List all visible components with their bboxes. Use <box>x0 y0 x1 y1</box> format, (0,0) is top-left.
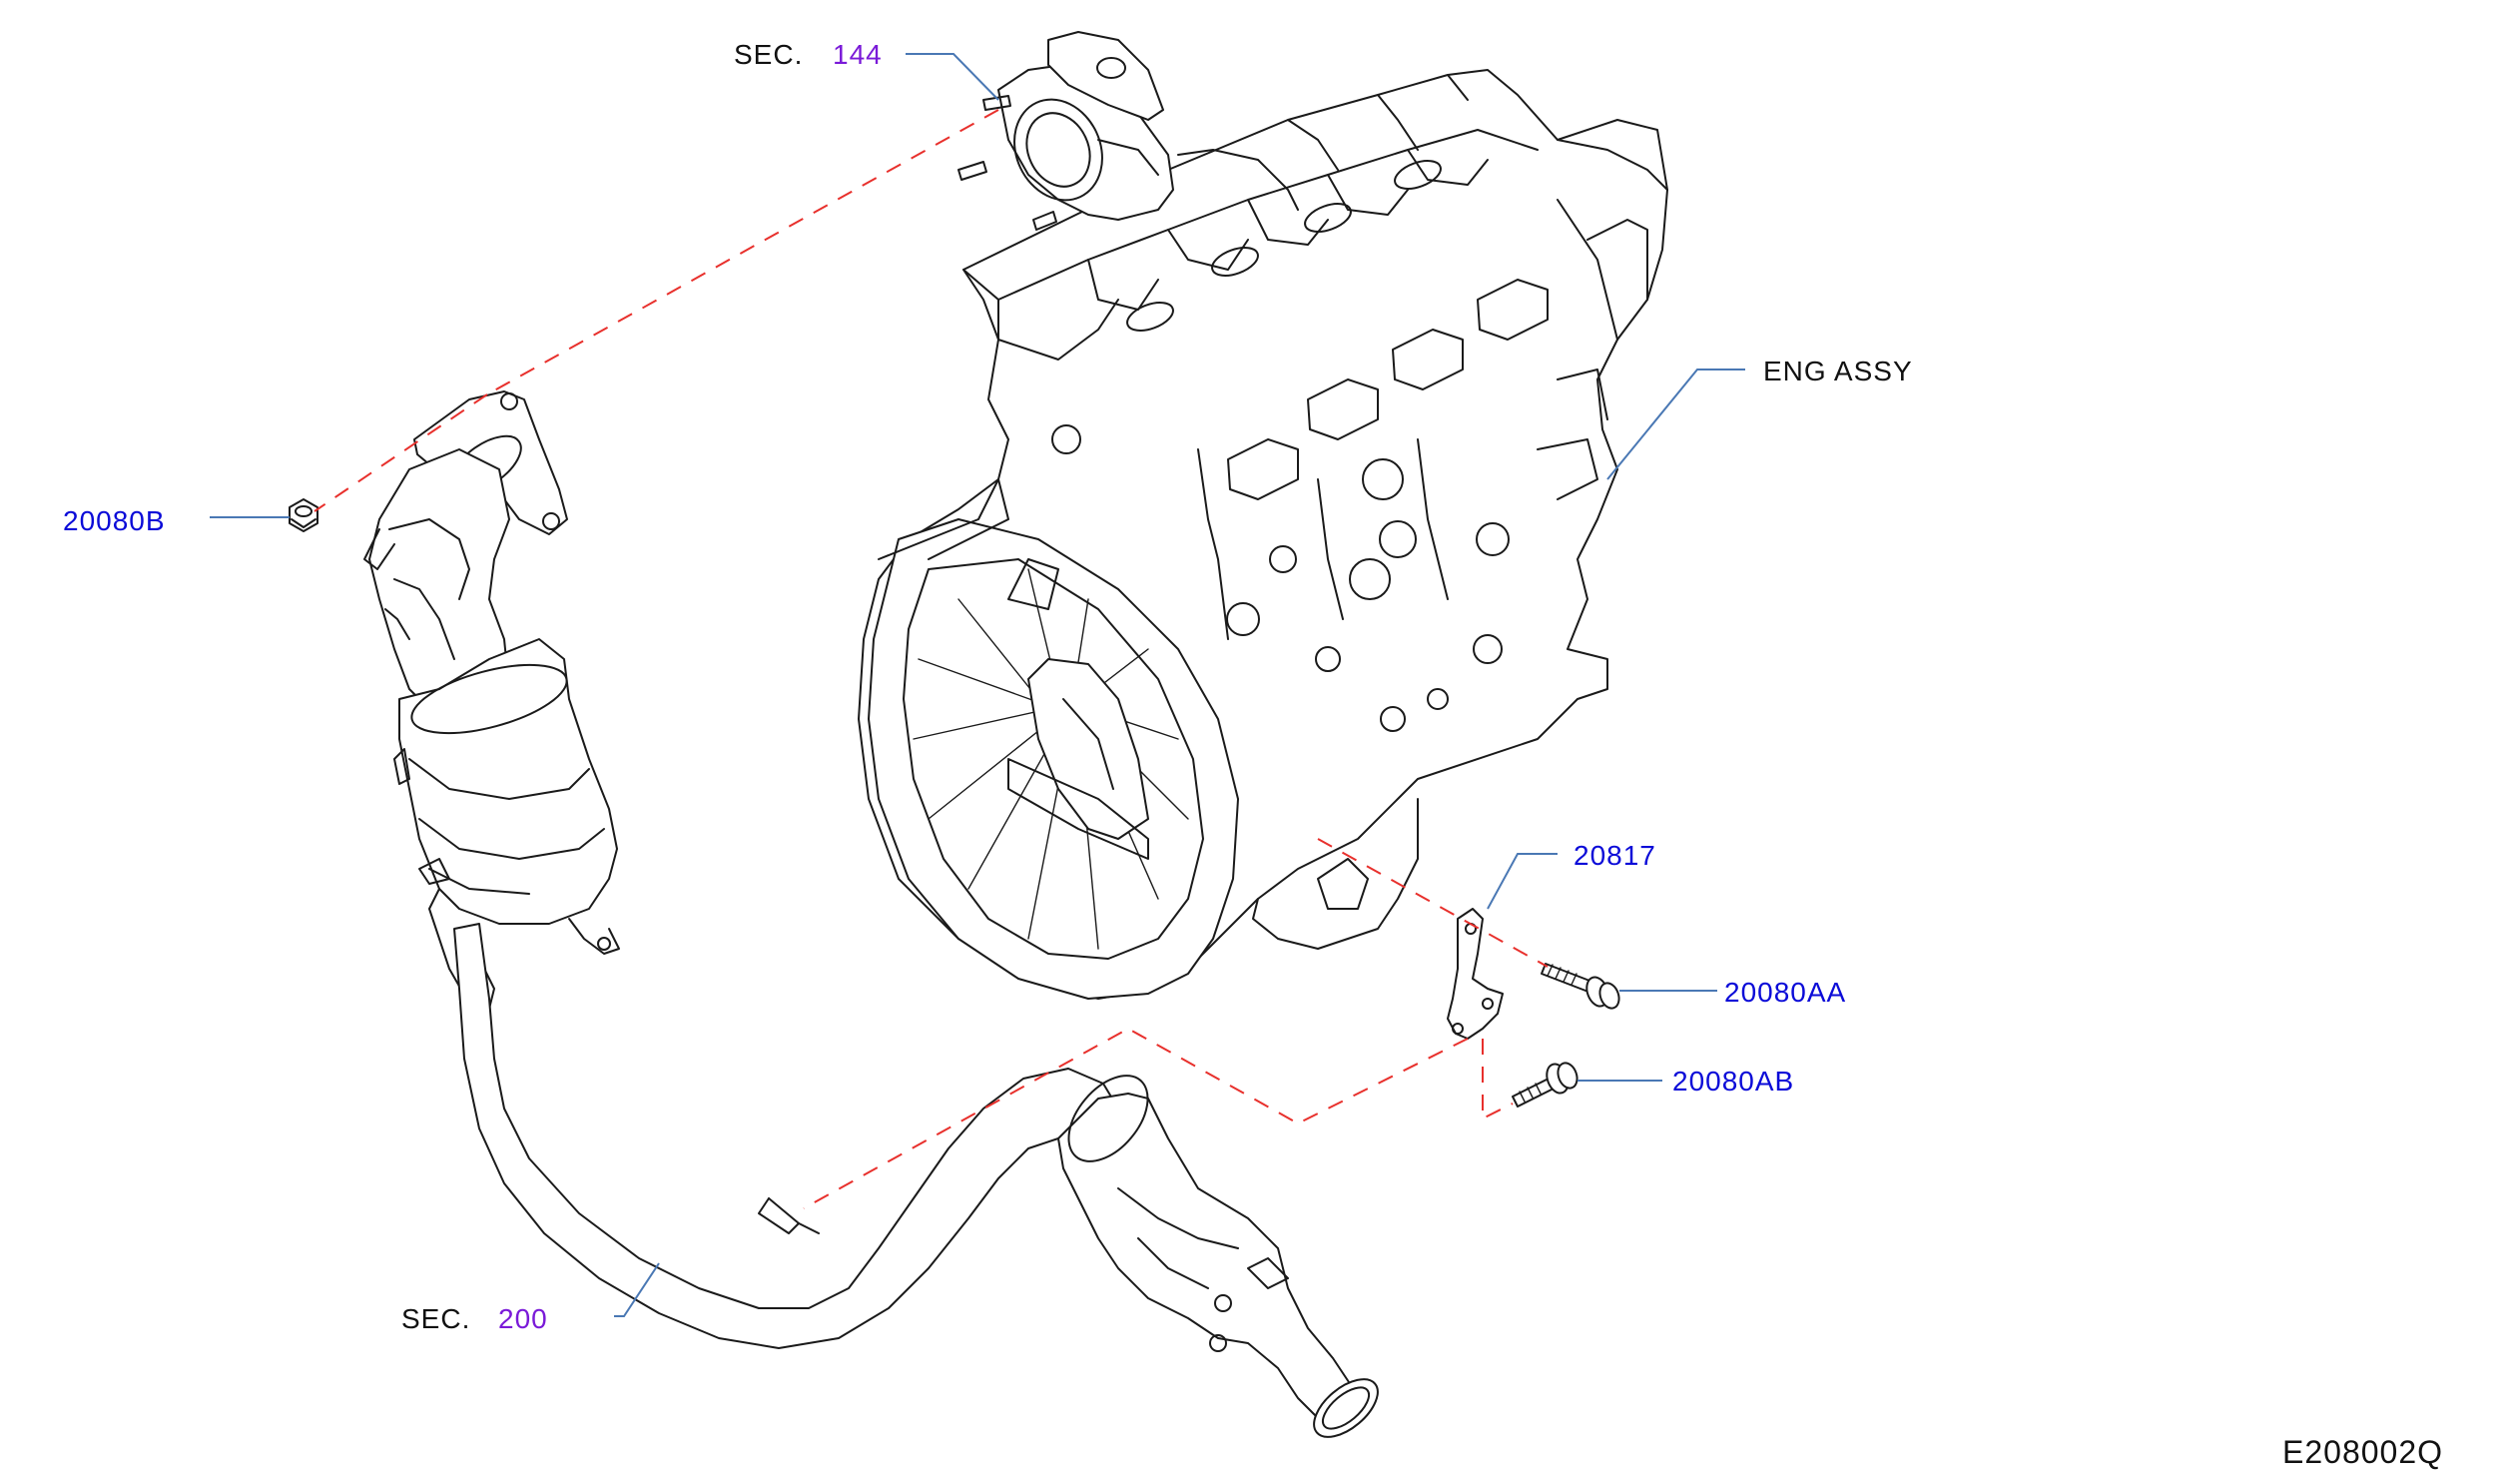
part-20080ab-link[interactable]: 20080AB <box>1672 1066 1795 1097</box>
engine-assembly <box>858 69 1668 1000</box>
exhaust-mounting-bracket <box>1447 908 1504 1040</box>
eng-assy-label: ENG ASSY <box>1763 356 1913 386</box>
bolt-20080aa-shape <box>1541 963 1620 1010</box>
assembly-dashed-lines <box>314 109 1549 1209</box>
leader-lines <box>210 53 1745 1317</box>
nut-20080b-shape <box>289 498 318 532</box>
center-exhaust-pipe <box>453 923 1379 1438</box>
part-20080b-link[interactable]: 20080B <box>63 505 166 536</box>
turbo-flange-sec-144 <box>957 31 1174 231</box>
part-20080aa-link[interactable]: 20080AA <box>1724 977 1847 1008</box>
sec-144-link[interactable]: 144 <box>833 39 883 70</box>
sec-200-link[interactable]: 200 <box>498 1303 548 1334</box>
front-exhaust-tube <box>363 390 620 1010</box>
figure-code: E208002Q <box>2282 1434 2444 1470</box>
part-20817-link[interactable]: 20817 <box>1574 840 1656 871</box>
bolt-20080ab-shape <box>1512 1062 1578 1108</box>
sec-200-prefix: SEC. <box>401 1303 471 1334</box>
sec-144-prefix: SEC. <box>734 39 804 70</box>
